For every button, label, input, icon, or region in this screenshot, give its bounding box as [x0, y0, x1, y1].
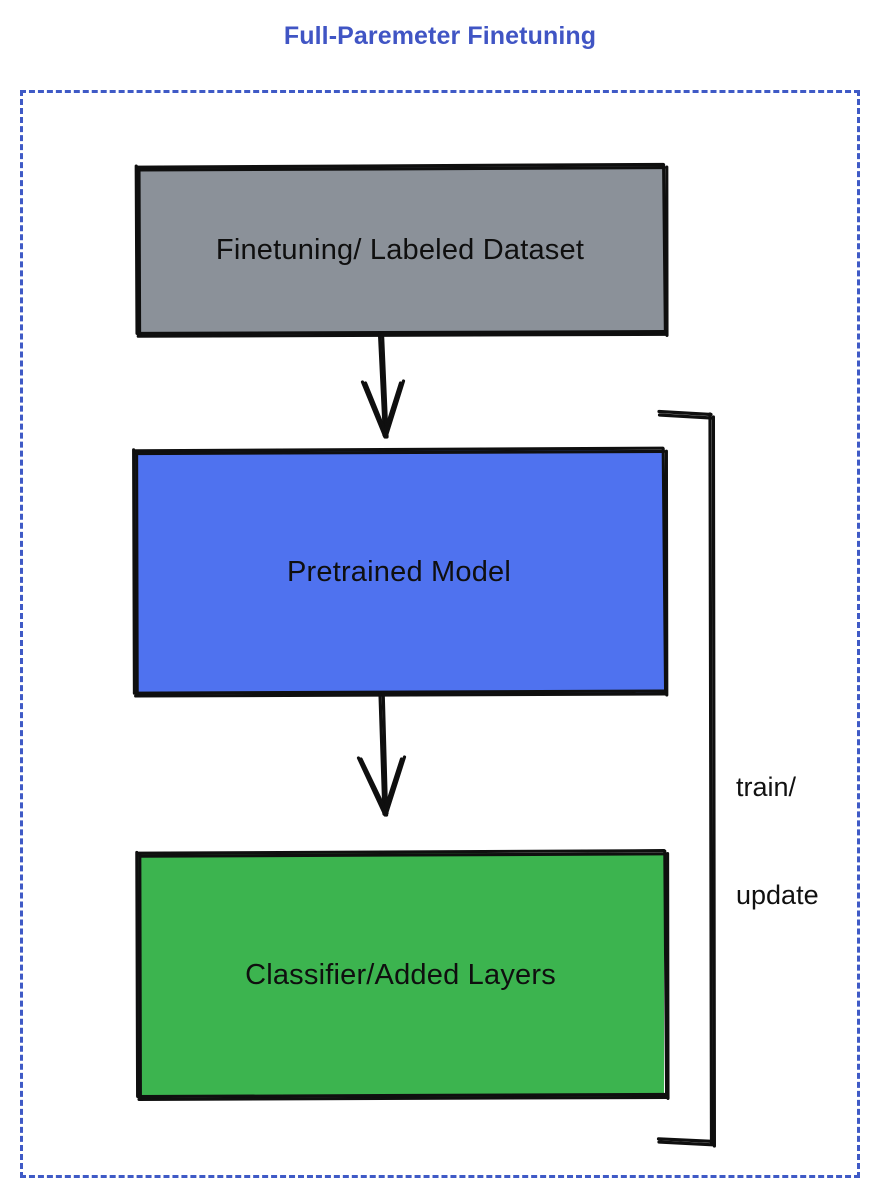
edge-label-line-2: update	[736, 880, 819, 910]
page-title: Full-Paremeter Finetuning	[283, 22, 597, 50]
node-fill-pretrained	[134, 450, 664, 694]
node-label-dataset: Finetuning/ Labeled Dataset	[215, 233, 585, 266]
arrow-pretrained-to-classifier	[356, 692, 407, 817]
node-classifier-added-layers[interactable]: Classifier/Added Layers	[135, 849, 670, 1101]
edge-label-train-update: train/ update	[736, 697, 819, 985]
edge-label-line-1: train/	[736, 772, 797, 802]
arrow-dataset-to-pretrained	[360, 332, 406, 439]
node-finetuning-labeled-dataset[interactable]: Finetuning/ Labeled Dataset	[134, 162, 669, 338]
node-pretrained-model[interactable]: Pretrained Model	[132, 446, 669, 698]
feedback-bracket-train-update	[656, 409, 716, 1148]
node-fill-dataset	[136, 166, 664, 334]
node-label-classifier: Classifier/Added Layers	[245, 958, 556, 991]
node-fill-classifier	[137, 853, 664, 1097]
node-label-pretrained: Pretrained Model	[286, 555, 512, 588]
